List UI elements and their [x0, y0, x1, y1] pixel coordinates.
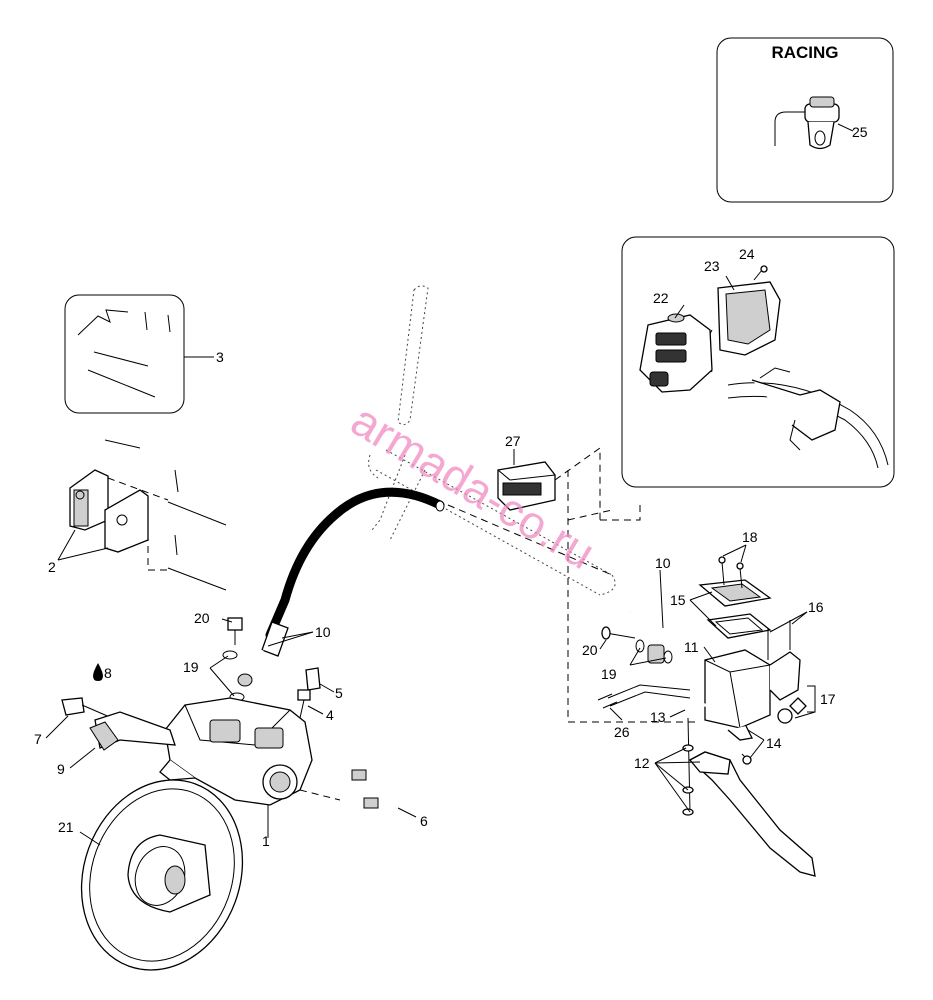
label-9: 9	[57, 761, 65, 777]
label-18: 18	[742, 529, 758, 545]
master-cylinder-group	[597, 556, 816, 877]
label-19a: 19	[183, 659, 199, 675]
label-4: 4	[326, 707, 334, 723]
label-27: 27	[505, 433, 521, 449]
label-10b: 10	[655, 555, 671, 571]
racing-title: RACING	[771, 43, 838, 62]
label-6: 6	[420, 813, 428, 829]
switch-inset: 22 23 24	[621, 236, 895, 488]
label-24: 24	[739, 246, 755, 262]
label-19b: 19	[601, 666, 617, 682]
label-20a: 20	[194, 610, 210, 626]
label-11: 11	[684, 639, 699, 655]
label-2: 2	[48, 559, 56, 575]
label-3: 3	[216, 349, 224, 365]
part-10-brake-hose	[241, 487, 445, 695]
label-12: 12	[634, 755, 650, 771]
label-22: 22	[653, 290, 669, 306]
handlebar-outline	[368, 285, 616, 596]
part-21-brake-disc	[80, 779, 244, 971]
label-1: 1	[262, 833, 270, 849]
label-17: 17	[820, 691, 836, 707]
part-2-brake-pads	[57, 439, 227, 591]
part-22-switch-assembly	[639, 313, 713, 393]
part-23-switch-housing	[705, 281, 781, 373]
racing-inset: RACING 25	[716, 37, 894, 203]
label-13: 13	[650, 709, 666, 725]
caliper-group	[61, 617, 403, 823]
label-25: 25	[852, 124, 868, 140]
label-26: 26	[614, 724, 630, 740]
label-21: 21	[58, 819, 74, 835]
label-8: 8	[104, 665, 112, 681]
pin-set-inset: 3	[64, 294, 224, 414]
label-7: 7	[34, 731, 42, 747]
label-16: 16	[808, 599, 824, 615]
label-14: 14	[766, 735, 782, 751]
label-5: 5	[335, 685, 343, 701]
part-27-connector	[497, 447, 641, 521]
label-20b: 20	[582, 642, 598, 658]
oil-drop-icon	[93, 663, 103, 681]
label-15: 15	[670, 592, 686, 608]
part-25-switch	[774, 96, 854, 150]
label-23: 23	[704, 258, 720, 274]
watermark: armada-co.ru	[343, 394, 604, 579]
label-10a: 10	[315, 624, 331, 640]
